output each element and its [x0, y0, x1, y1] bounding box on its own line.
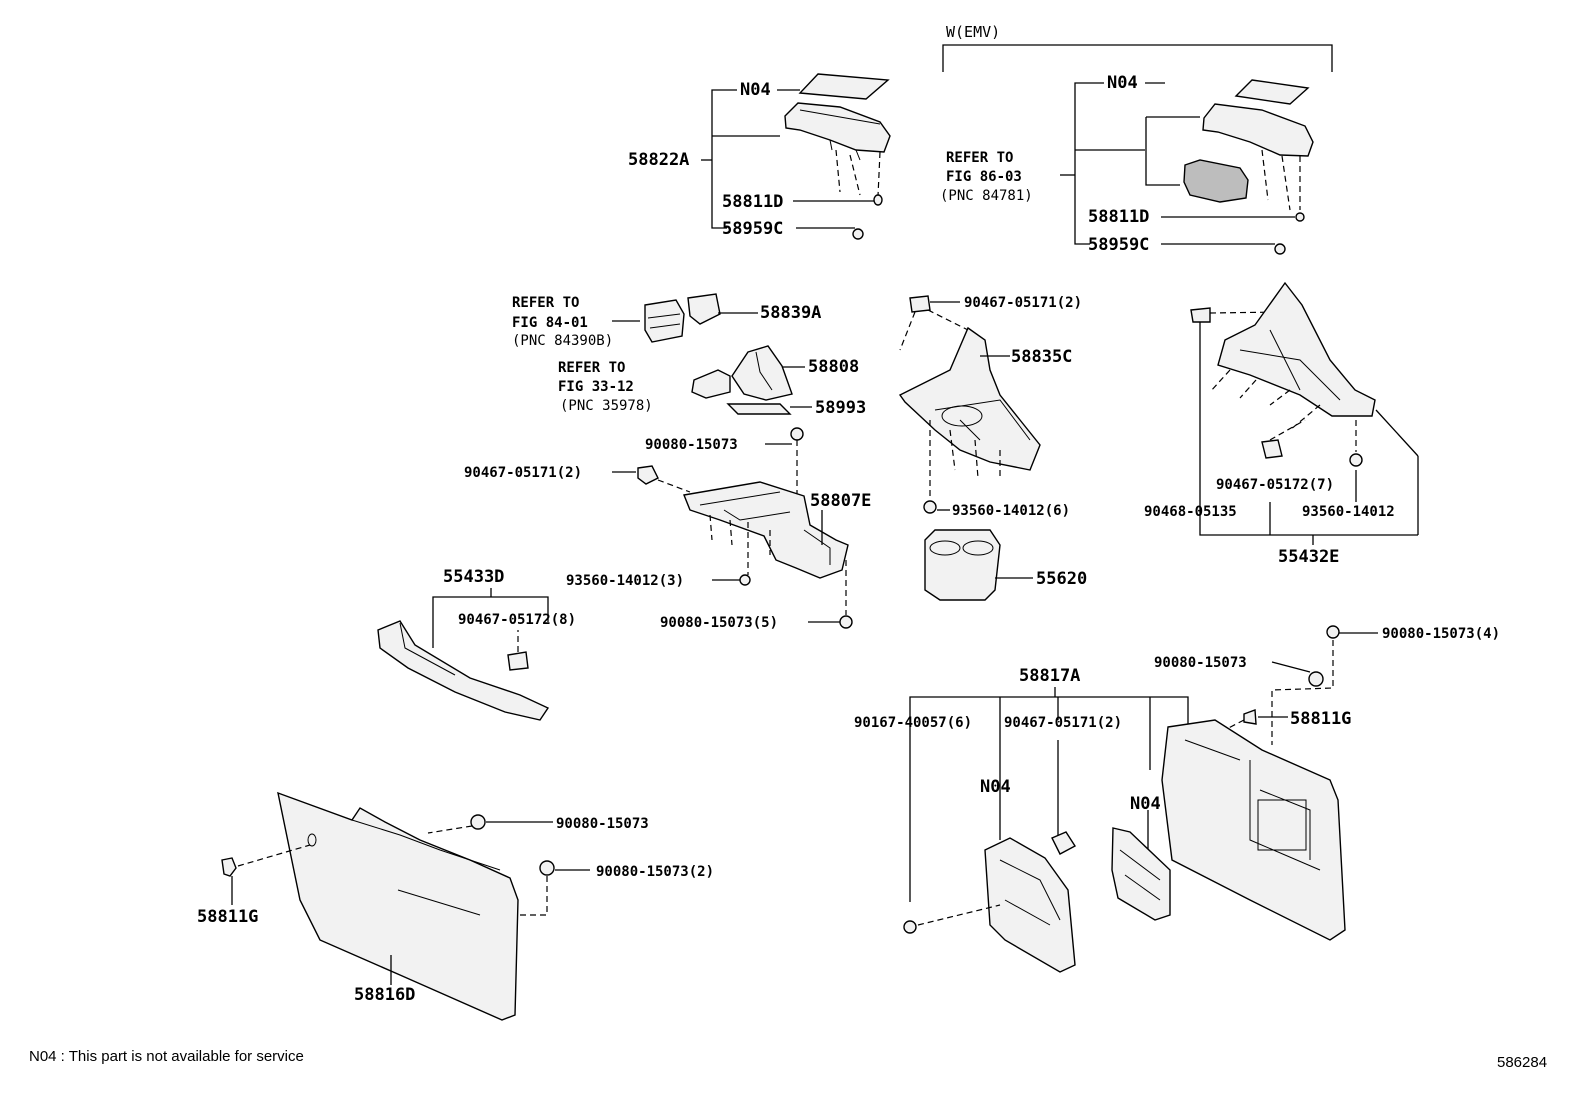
lower-panel-58816d-group: 90080-15073 90080-15073(2) 58811G 58816D — [197, 791, 714, 1021]
label-n04-b: N04 — [1107, 73, 1138, 93]
label-58959c-b: 58959C — [1088, 235, 1149, 255]
label-90080-a: 90080-15073 — [645, 437, 738, 453]
label-90467-05172-8: 90467-05172(8) — [458, 612, 576, 628]
label-n04-a: N04 — [740, 80, 771, 100]
label-58816d: 58816D — [354, 985, 415, 1005]
console-lid-group: N04 58822A 58811D 58959C — [628, 73, 891, 240]
label-58811d-b: 58811D — [1088, 207, 1149, 227]
side-panel-55432e-group: 90467-05172(7) 90468-05135 93560-14012 5… — [1144, 281, 1419, 567]
label-90467-05172-7: 90467-05172(7) — [1216, 477, 1334, 493]
label-55433d: 55433D — [443, 567, 504, 587]
label-58822a: 58822A — [628, 150, 689, 170]
bracket-35978-part — [691, 369, 731, 399]
rear-panel-58817a-group: 90080-15073(4) 90080-15073 58811G 58817A… — [854, 625, 1500, 973]
label-58811d-a: 58811D — [722, 192, 783, 212]
label-90080-b: 90080-15073 — [1154, 655, 1247, 671]
bracket-n04-left-part — [984, 837, 1076, 973]
label-58993: 58993 — [815, 398, 866, 418]
label-93560-b: 93560-14012 — [1302, 504, 1395, 520]
label-w-emv: W(EMV) — [946, 23, 1000, 41]
label-n04-c: N04 — [980, 777, 1011, 797]
label-58811g-b: 58811G — [197, 907, 258, 927]
ref-fig84-line1: REFER TO — [512, 295, 579, 311]
label-55432e: 55432E — [1278, 547, 1339, 567]
ref-fig84-line3: (PNC 84390B) — [512, 333, 613, 349]
lower-panel-58816d-part — [277, 791, 519, 1021]
emv-pad-part — [1234, 79, 1310, 105]
ref-fig33-line1: REFER TO — [558, 360, 625, 376]
shift-panel-group: 90467-05171(2) 58835C 93560-14012(6) 556… — [898, 295, 1087, 601]
ref-fig84-line2: FIG 84-01 — [512, 315, 588, 331]
label-58835c: 58835C — [1011, 347, 1072, 367]
console-lid-part — [784, 102, 891, 153]
plate-58993-part — [726, 403, 792, 415]
bracket-n04-right-part — [1111, 827, 1171, 921]
footer-note: N04 : This part is not available for ser… — [29, 1048, 304, 1065]
label-58839a: 58839A — [760, 303, 821, 323]
label-58808: 58808 — [808, 357, 859, 377]
console-base-group: 90080-15073 90467-05171(2) 58807E 93560-… — [464, 427, 871, 631]
trim-55433d-part — [377, 620, 550, 721]
label-58807e: 58807E — [810, 491, 871, 511]
label-58959c-a: 58959C — [722, 219, 783, 239]
shift-boot-58808-part — [731, 345, 793, 401]
label-90468: 90468-05135 — [1144, 504, 1237, 520]
switch-84390b-part — [644, 299, 685, 343]
label-90467-05171-b: 90467-05171(2) — [964, 295, 1082, 311]
label-90080-5: 90080-15073(5) — [660, 615, 778, 631]
label-90467-05171-c: 90467-05171(2) — [1004, 715, 1122, 731]
label-55620: 55620 — [1036, 569, 1087, 589]
label-90080-c: 90080-15073 — [556, 816, 649, 832]
label-93560-6: 93560-14012(6) — [952, 503, 1070, 519]
label-90080-4: 90080-15073(4) — [1382, 626, 1500, 642]
emv-lid-group: W(EMV) N04 REFER TO FIG 86-03 (PNC 84781… — [940, 23, 1333, 255]
emv-lid-part — [1202, 103, 1314, 157]
console-base-58807e-part — [683, 481, 849, 579]
figure-id: 586284 — [1497, 1054, 1547, 1071]
shift-area-group: REFER TO FIG 84-01 (PNC 84390B) 58839A R… — [512, 293, 866, 418]
rear-panel-58817a-part — [1161, 719, 1346, 941]
emv-module-part — [1183, 159, 1249, 203]
ref-fig86-line1: REFER TO — [946, 150, 1013, 166]
label-n04-d: N04 — [1130, 794, 1161, 814]
label-93560-3: 93560-14012(3) — [566, 573, 684, 589]
ref-fig33-line2: FIG 33-12 — [558, 379, 634, 395]
lid-pad-part — [798, 73, 890, 100]
ref-fig33-line3: (PNC 35978) — [560, 398, 653, 414]
trim-55433d-group: 55433D 90467-05172(8) — [377, 567, 576, 721]
label-58817a: 58817A — [1019, 666, 1080, 686]
ref-fig86-line2: FIG 86-03 — [946, 169, 1022, 185]
side-panel-55432e-part — [1217, 281, 1376, 417]
label-90467-05171-a: 90467-05171(2) — [464, 465, 582, 481]
shift-panel-58835c-part — [898, 326, 1041, 471]
cup-holder-55620-part — [924, 529, 1001, 601]
label-90167: 90167-40057(6) — [854, 715, 972, 731]
ref-fig86-line3: (PNC 84781) — [940, 188, 1033, 204]
switch-58839a-part — [687, 293, 721, 325]
label-58811g-a: 58811G — [1290, 709, 1351, 729]
label-90080-2: 90080-15073(2) — [596, 864, 714, 880]
